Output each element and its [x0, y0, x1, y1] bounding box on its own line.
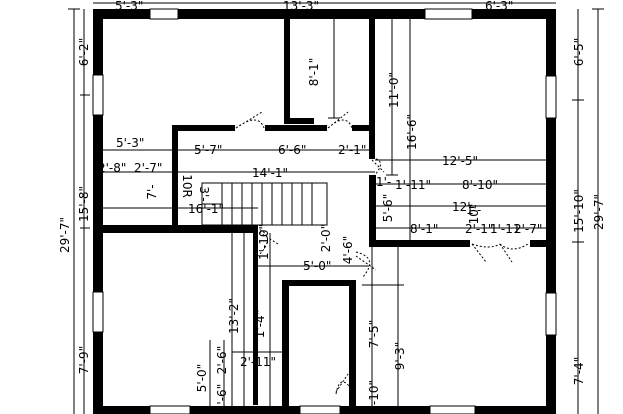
window-left-upper [92, 74, 104, 116]
dim-hall-a: 5'-7" [194, 143, 222, 157]
right-bed-wall-bottom-b [530, 240, 546, 247]
dim-top-mid: 13'-3" [283, 0, 319, 13]
dim-left-top: 6'-2" [77, 38, 91, 66]
dimension-labels: 5'-3" 13'-3" 6'-3" 29'-7" 15'-8" 6'-2" 7… [58, 0, 606, 414]
dim-hall-b: 6'-6" [278, 143, 306, 157]
bath-wall-left [282, 280, 289, 410]
door-swing-bath [335, 373, 353, 395]
dim-right-small-a: 5'-6" [381, 194, 395, 222]
window-bottom-b [299, 405, 341, 414]
exterior-walls [93, 9, 556, 414]
dim-small-a: 2'-8" [98, 161, 126, 175]
dim-right-top: 6'-5" [572, 38, 586, 66]
dim-center-height-e: 2'-6" [215, 384, 229, 412]
dim-closet-height: 8'-1" [307, 58, 321, 86]
dim-center-width: 5'-0" [303, 259, 331, 273]
dim-center-height-b: 1'-4" [253, 310, 267, 338]
window-top-left [149, 8, 179, 20]
bath-wall-right [349, 280, 356, 410]
dim-stair-rise: 3'- [197, 186, 211, 201]
dim-small-b: 2'-7" [134, 161, 162, 175]
door-swing-center [355, 251, 377, 279]
right-bed-wall-bottom [375, 240, 470, 247]
dim-right-width-g: 2'-7" [514, 222, 542, 236]
window-right-upper [545, 75, 557, 119]
mid-wall-left [103, 225, 253, 233]
dim-left-lower: 7'-9" [77, 346, 91, 374]
hall-wall-top-b [265, 125, 327, 131]
dim-bed-right-height-a: 11'-0" [387, 72, 401, 108]
window-left-lower [92, 291, 104, 333]
door-swings [235, 111, 529, 395]
dim-hall-left: 5'-3" [116, 136, 144, 150]
dim-stair-width: 16'-1" [188, 202, 224, 216]
door-swing-left-vert [255, 227, 279, 257]
hall-wall-top-a [172, 125, 235, 131]
stair-wall-right [253, 225, 258, 405]
dim-right-width-a: 12'-5" [442, 154, 478, 168]
window-right-lower [545, 292, 557, 336]
exterior-wall-right [546, 9, 556, 414]
dim-top-left: 5'-3" [115, 0, 143, 13]
dim-right-width-d: 8'-1" [410, 222, 438, 236]
dim-hall-c: 2'-1" [338, 143, 366, 157]
dim-center-height-d: 2'-6" [215, 346, 229, 374]
closet-wall-left [284, 19, 290, 124]
dim-left-upper: 15'-8" [77, 186, 91, 222]
dim-right-lower-c: 1'-10" [367, 380, 381, 414]
dim-right-width-e: 2'-1" [465, 222, 493, 236]
exterior-wall-top [93, 9, 556, 19]
dim-center-a: 1'-10" [257, 224, 271, 260]
dim-right-width-c: 12'- [452, 200, 475, 214]
dim-top-right: 6'-3" [485, 0, 513, 13]
dim-center-b: 2'-0" [319, 224, 333, 252]
door-swing-closet [327, 111, 353, 129]
dim-center-height-f: 5'-0" [195, 364, 209, 392]
door-swing-right-bed [371, 157, 385, 177]
closet-wall-bottom [290, 118, 314, 124]
dim-right-small-b: 10" [467, 204, 481, 225]
dim-small-c: 7'- [145, 184, 159, 199]
dimension-lines [68, 2, 604, 414]
dim-tail-a: 1'- [376, 175, 391, 189]
window-bottom-c [429, 405, 476, 414]
dim-bed-right-height-b: 16'-6" [405, 114, 419, 150]
hall-wall-top-c [352, 125, 375, 131]
right-vert-wall [369, 175, 376, 247]
windows [92, 8, 557, 414]
dim-center-c: 4'-6" [341, 236, 355, 264]
dim-center-height-c: 2'-11" [240, 355, 276, 369]
dim-right-lower: 7'-4" [572, 357, 586, 385]
dim-hall-long: 14'-1" [252, 166, 288, 180]
stair-label: 10R [180, 174, 194, 198]
dim-left-outer-total: 29'-7" [58, 217, 72, 253]
door-swing-right-lower [471, 243, 501, 263]
interior-walls [103, 19, 546, 410]
door-swing-right-lower-b [499, 243, 529, 263]
dim-right-upper: 15'-10" [572, 189, 586, 233]
dim-right-lower-a: 7'-5" [367, 320, 381, 348]
window-top-right [424, 8, 473, 20]
closet-wall-right [369, 19, 375, 159]
hall-wall-left-vert [172, 125, 178, 225]
dim-right-width-h: 1'-11" [395, 178, 431, 192]
dim-right-lower-b: 9'-3" [393, 342, 407, 370]
dim-tail-b: 1'- [466, 203, 481, 217]
dim-right-width-b: 8'-10" [462, 178, 498, 192]
door-swing-hall-left [235, 111, 265, 129]
bath-wall-top [289, 280, 349, 286]
staircase [201, 182, 328, 226]
dim-right-width-f: 1'-11 [490, 222, 521, 236]
window-bottom-a [149, 405, 191, 414]
dim-right-outer-total: 29'-7" [592, 194, 606, 230]
dim-center-height-a: 13'-2" [227, 298, 241, 334]
exterior-wall-left [93, 9, 103, 414]
